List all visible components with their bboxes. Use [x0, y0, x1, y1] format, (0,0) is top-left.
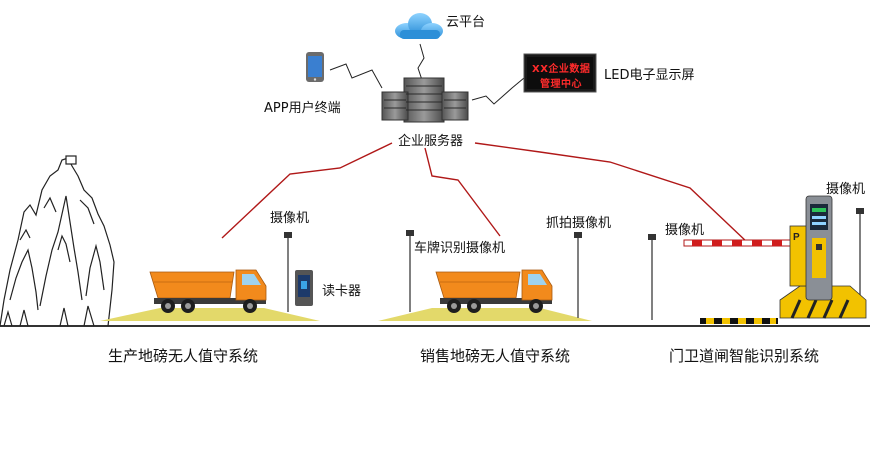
- link-to-sales: [424, 147, 501, 237]
- dump-truck-production: [149, 269, 267, 313]
- enterprise-server-label: 企业服务器: [398, 134, 464, 149]
- led-screen-icon: [523, 53, 597, 93]
- cloud-platform-label: 云平台: [446, 15, 486, 30]
- phone-icon: [306, 52, 324, 82]
- section-sales-title: 销售地磅无人值守系统: [420, 347, 571, 365]
- cloud-icon: [395, 13, 443, 39]
- network-links: [221, 142, 749, 244]
- right-camera-label: 摄像机: [826, 182, 866, 197]
- camera-pole-gate: [648, 234, 656, 320]
- scale-pad-production: [100, 308, 320, 321]
- dump-truck-sales: [435, 269, 553, 313]
- camera-pole-snapshot: [574, 232, 582, 318]
- device-links: [329, 43, 525, 105]
- app-terminal-label: APP用户终端: [264, 101, 341, 116]
- section-gate-title: 门卫道闸智能识别系统: [669, 347, 820, 365]
- card-reader-label: 读卡器: [322, 284, 362, 299]
- camera-pole-left: [284, 232, 292, 312]
- server-rack-icon: [381, 77, 469, 123]
- snapshot-camera-label: 抓拍摄像机: [546, 216, 612, 231]
- camera-pole-right: [856, 208, 864, 300]
- link-to-production: [221, 142, 393, 239]
- led-screen-label: LED电子显示屏: [604, 68, 695, 83]
- led-screen-text-line2: 管理中心: [540, 79, 582, 90]
- link-to-gate: [474, 142, 749, 244]
- gate-camera-label: 摄像机: [665, 223, 705, 238]
- led-screen-text-line1: XX企业数据: [532, 64, 591, 75]
- section-production-title: 生产地磅无人值守系统: [108, 347, 259, 365]
- gate-barrier-system: P: [683, 195, 867, 324]
- svg-text:P: P: [793, 232, 800, 243]
- mountain-illustration: [0, 155, 115, 327]
- plate-camera-label: 车牌识别摄像机: [414, 241, 506, 256]
- card-reader-icon: [295, 270, 313, 306]
- camera-label-left: 摄像机: [270, 211, 310, 226]
- camera-pole-plate: [406, 230, 414, 312]
